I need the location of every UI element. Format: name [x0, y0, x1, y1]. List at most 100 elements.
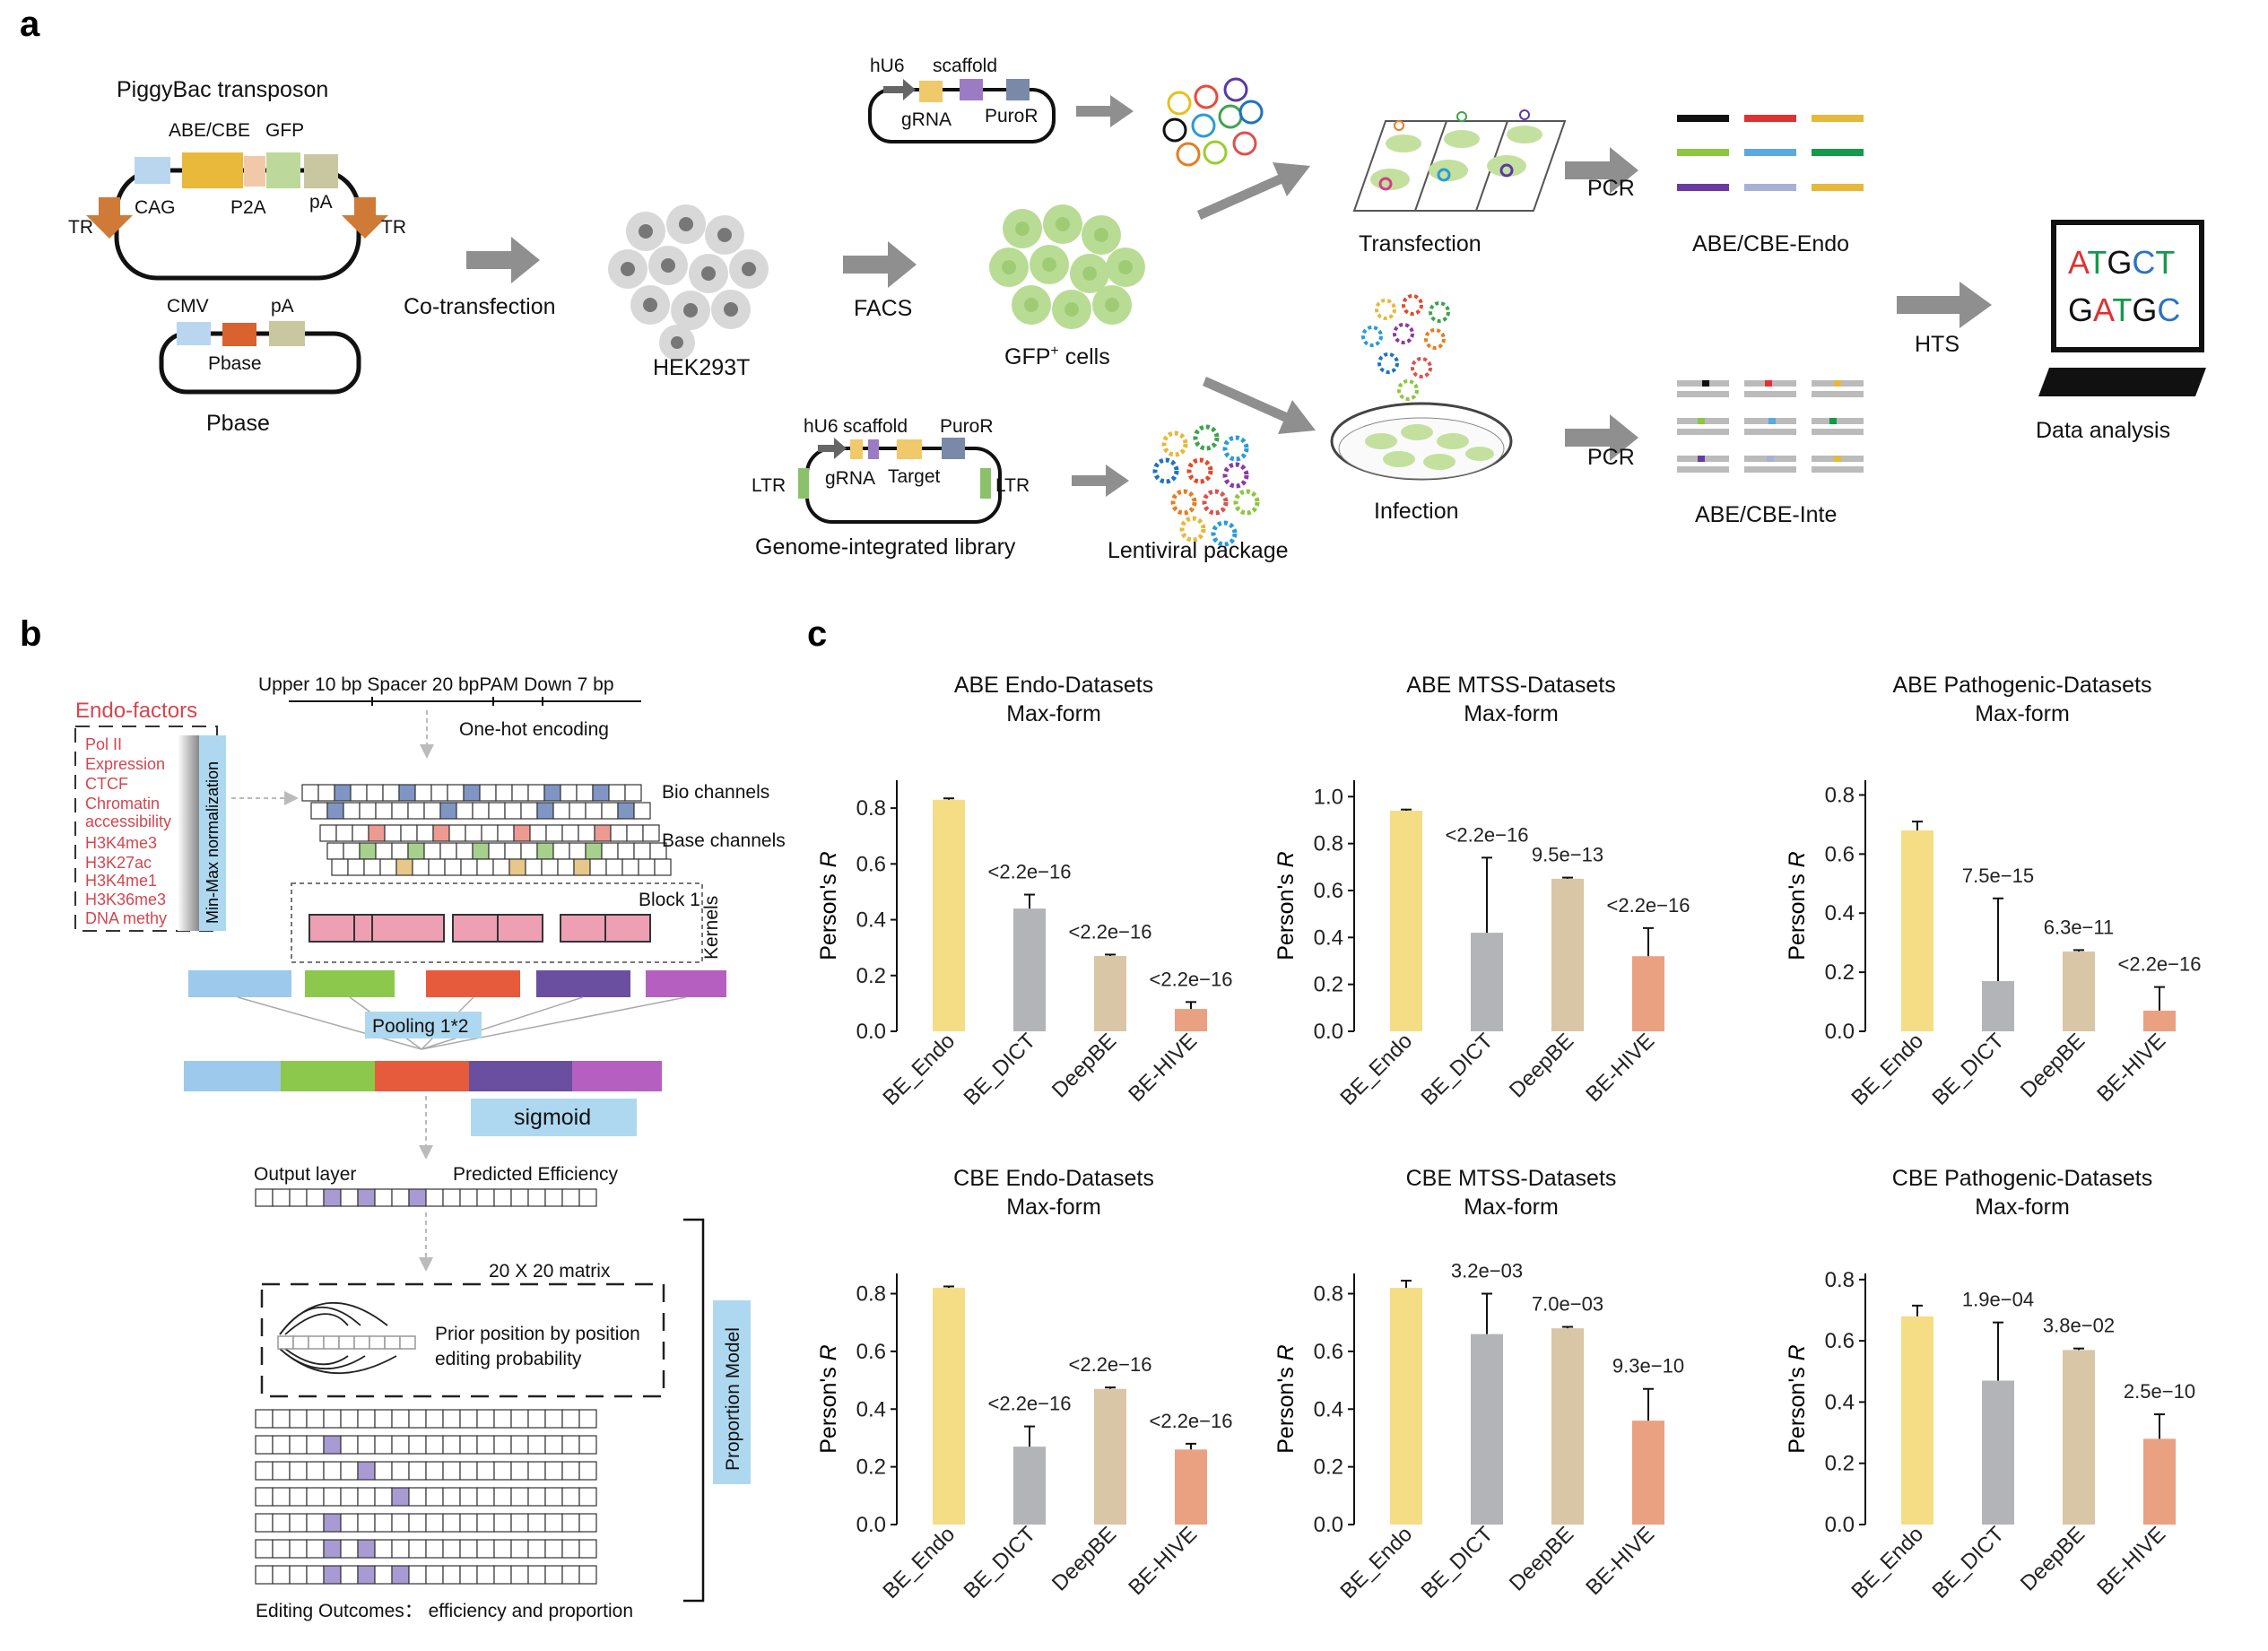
p-value-label: 9.5e−13 — [1532, 844, 1603, 866]
category-label: BE-HIVE — [1581, 1522, 1659, 1600]
minmax-label: Min-Max normalization — [204, 761, 222, 924]
proportion-model-box — [713, 1300, 751, 1484]
pbase-gene-box — [222, 323, 256, 346]
chart-subtitle: Max-form — [1464, 701, 1559, 726]
cmv-box — [177, 322, 211, 345]
lib-hu6-label: hU6 — [804, 416, 839, 437]
y-axis-label: Person's R — [816, 851, 841, 960]
bar — [1013, 908, 1046, 1031]
co-transfection-label: Co-transfection — [404, 294, 556, 319]
panel-a: PiggyBac transposon ABE/CBE GFP CAG P2A … — [68, 56, 2206, 563]
y-tick-label: 0.0 — [1825, 1020, 1855, 1044]
chart-title: CBE MTSS-Datasets — [1406, 1166, 1617, 1191]
infection-label: Infection — [1374, 499, 1459, 524]
bar — [1551, 1328, 1584, 1525]
arrow-co-transfection — [466, 237, 540, 283]
p-value-label: <2.2e−16 — [1607, 894, 1690, 917]
svg-text:DNA methy: DNA methy — [85, 909, 167, 927]
genome-lib-label: Genome-integrated library — [755, 534, 1016, 560]
y-tick-label: 0.0 — [1314, 1513, 1343, 1537]
svg-text:Pol II: Pol II — [85, 735, 122, 753]
p-value-label: <2.2e−16 — [1150, 1410, 1233, 1432]
puror-label: PuroR — [985, 106, 1038, 126]
bar — [2063, 1350, 2095, 1525]
cag-label: CAG — [135, 197, 176, 218]
editing-outcome-rows — [255, 1409, 597, 1585]
arrow-pcr-top — [1565, 147, 1638, 194]
bar — [2063, 951, 2095, 1031]
lenti-label: Lentiviral package — [1108, 538, 1289, 563]
matrix-box — [260, 1282, 665, 1398]
pooling-label: Pooling 1*2 — [372, 1016, 468, 1037]
chart-subtitle: Max-form — [1006, 1195, 1101, 1220]
category-label: BE_Endo — [1847, 1029, 1928, 1110]
output-layer-label: Output layer — [254, 1164, 356, 1185]
p-value-label: 7.5e−15 — [1962, 865, 2034, 887]
endo-factor-list: Pol II Expression CTCF Chromatin accessi… — [85, 735, 171, 927]
endo-factors-title: Endo-factors — [75, 699, 197, 723]
pbase-label: Pbase — [206, 411, 270, 436]
y-tick-label: 0.2 — [1314, 1455, 1343, 1480]
y-tick-label: 0.4 — [856, 908, 886, 933]
y-tick-label: 0.2 — [856, 1455, 886, 1480]
panel-b: Upper 10 bp Spacer 20 bpPAM Down 7 bp On… — [74, 674, 786, 1621]
bar — [1390, 1288, 1422, 1525]
chart-title: CBE Pathogenic-Datasets — [1892, 1166, 2152, 1191]
output-layer-row — [255, 1188, 597, 1207]
bar — [933, 799, 965, 1031]
p-value-label: <2.2e−16 — [988, 1393, 1072, 1415]
prior-label-2: editing probability — [435, 1349, 582, 1369]
svg-text:accessibility: accessibility — [85, 812, 171, 830]
bar — [1471, 933, 1503, 1031]
category-label: DeepBE — [1047, 1522, 1121, 1595]
p-value-label: <2.2e−16 — [2118, 953, 2202, 976]
grna-plasmid: hU6 scaffold gRNA PuroR — [868, 56, 1056, 143]
category-label: BE_Endo — [1335, 1029, 1417, 1110]
hu6-label: hU6 — [870, 56, 905, 76]
sigmoid-label: sigmoid — [514, 1105, 591, 1130]
category-label: BE_Endo — [878, 1522, 960, 1603]
category-label: BE_DICT — [959, 1522, 1040, 1603]
y-tick-label: 0.0 — [856, 1513, 886, 1537]
panel-letter-a: a — [20, 4, 40, 44]
y-tick-label: 0.0 — [1314, 1020, 1343, 1044]
hek-label: HEK293T — [653, 355, 750, 380]
library-plasmid: hU6 scaffold PuroR gRNA Target LTR LTR — [752, 416, 1030, 524]
category-label: DeepBE — [1505, 1029, 1578, 1102]
bar — [1390, 811, 1422, 1031]
scaffold-label: scaffold — [933, 56, 997, 76]
y-tick-label: 0.4 — [856, 1397, 886, 1421]
seq-line-1: ATGCT — [2068, 244, 2175, 281]
p-value-label: 3.8e−02 — [2043, 1315, 2115, 1337]
arrow-to-infection — [1203, 377, 1316, 434]
bar — [1471, 1334, 1503, 1525]
y-tick-label: 0.8 — [856, 796, 886, 821]
b-header: Upper 10 bp Spacer 20 bpPAM Down 7 bp — [258, 674, 614, 695]
category-label: BE-HIVE — [1124, 1522, 1202, 1600]
facs-label: FACS — [854, 296, 912, 321]
tr-left-arrow — [86, 197, 133, 239]
pbase-plasmid: CMV pA Pbase Pbase — [159, 296, 361, 436]
bar-chart-2: ABE MTSS-DatasetsMax-form0.00.20.40.60.8… — [1273, 673, 1690, 1110]
infection-dish — [1330, 294, 1513, 481]
chart-title: ABE Pathogenic-Datasets — [1892, 673, 2151, 698]
svg-text:H3K27ac: H3K27ac — [85, 854, 152, 872]
bar — [1901, 830, 1933, 1031]
y-tick-label: 0.6 — [1314, 879, 1343, 903]
pcr-bottom-label: PCR — [1587, 445, 1635, 470]
grna-label: gRNA — [901, 109, 952, 130]
bar — [1175, 1009, 1207, 1031]
chart-subtitle: Max-form — [1975, 701, 2070, 726]
bar — [1982, 1380, 2014, 1525]
chart-subtitle: Max-form — [1464, 1195, 1559, 1220]
transfection-label: Transfection — [1359, 231, 1482, 256]
bar — [1982, 981, 2014, 1031]
transfection-plate — [1352, 109, 1567, 212]
y-tick-label: 0.2 — [1825, 960, 1855, 985]
predicted-label: Predicted Efficiency — [453, 1164, 619, 1185]
arrow-hts — [1897, 282, 1992, 328]
inte-label: ABE/CBE-Inte — [1695, 502, 1837, 527]
editing-outcomes-label: Editing Outcomes： efficiency and proport… — [256, 1601, 633, 1621]
inte-amplicons — [1677, 380, 1864, 473]
bar — [2143, 1010, 2176, 1031]
